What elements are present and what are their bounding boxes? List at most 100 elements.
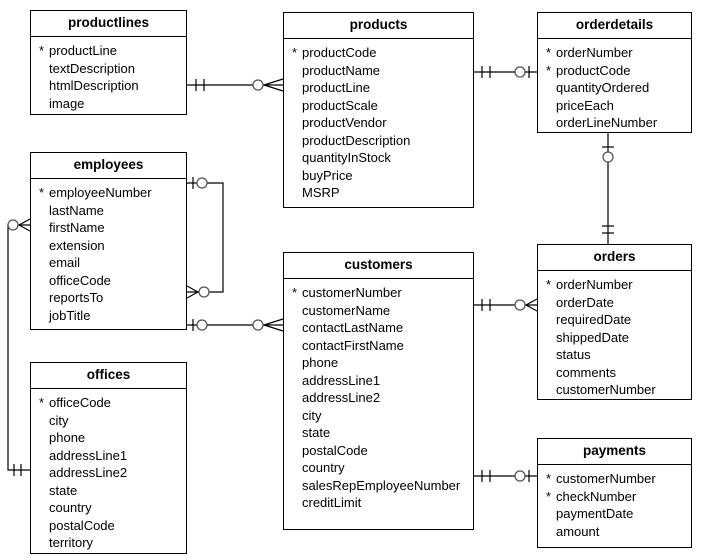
field-name: productVendor: [302, 115, 387, 130]
field-row: buyPrice: [292, 167, 470, 185]
field-row: *checkNumber: [546, 488, 688, 506]
entity-title: productlines: [31, 11, 186, 37]
field-name: state: [49, 482, 78, 498]
field-name: reportsTo: [49, 290, 104, 305]
field-name: phone: [302, 355, 339, 370]
field-name: productLine: [302, 80, 370, 95]
field-row: contactLastName: [292, 319, 470, 337]
entity-title: customers: [284, 253, 473, 279]
field-row: customerName: [292, 302, 470, 320]
field-name: city: [49, 412, 69, 428]
field-row: city: [39, 412, 183, 430]
field-row: productLine: [292, 79, 470, 97]
field-name: addressLine2: [49, 465, 128, 480]
pk-marker: *: [546, 277, 552, 292]
field-row: creditLimit: [292, 494, 470, 512]
pk-marker: *: [546, 471, 552, 486]
field-row: country: [39, 499, 183, 517]
field-row: addressLine1: [39, 447, 183, 465]
rel-productlines-products: [187, 78, 284, 92]
field-name: productName: [302, 62, 381, 78]
field-row: status: [546, 346, 688, 364]
field-name: officeCode: [49, 395, 111, 410]
field-row: paymentDate: [546, 505, 688, 523]
field-row: postalCode: [39, 517, 183, 535]
field-name: productCode: [556, 62, 631, 78]
field-name: requiredDate: [556, 312, 632, 327]
field-name: buyPrice: [302, 167, 353, 183]
field-name: MSRP: [302, 185, 340, 200]
field-name: paymentDate: [556, 506, 634, 521]
field-row: priceEach: [546, 97, 688, 115]
field-row: addressLine2: [39, 464, 183, 482]
field-name: extension: [49, 237, 105, 253]
field-row: *orderNumber: [546, 44, 688, 62]
field-name: firstName: [49, 220, 105, 235]
field-name: priceEach: [556, 97, 614, 113]
field-row: postalCode: [292, 442, 470, 460]
field-row: *productCode: [546, 62, 688, 80]
field-name: state: [302, 425, 331, 440]
rel-orderdetails-orders: [602, 133, 614, 244]
field-name: postalCode: [49, 517, 115, 533]
field-row: *employeeNumber: [39, 184, 183, 202]
field-row: * orderNumber: [546, 276, 688, 294]
field-row: addressLine2: [292, 389, 470, 407]
field-name: phone: [49, 430, 86, 445]
field-row: email: [39, 254, 183, 272]
field-row: addressLine1: [292, 372, 470, 390]
field-row: htmlDescription: [39, 77, 183, 95]
entity-title: payments: [538, 439, 691, 465]
field-row: *productLine: [39, 42, 183, 60]
field-name: quantityOrdered: [556, 80, 650, 95]
field-row: *productCode: [292, 44, 470, 62]
entity-title: offices: [31, 363, 186, 389]
field-row: phone: [39, 429, 183, 447]
field-row: state: [39, 482, 183, 500]
field-name: lastName: [49, 202, 104, 218]
field-row: productDescription: [292, 132, 470, 150]
field-row: jobTitle: [39, 307, 183, 325]
field-name: textDescription: [49, 60, 135, 76]
pk-marker: *: [546, 62, 552, 78]
pk-marker: *: [39, 395, 45, 410]
field-row: firstName: [39, 219, 183, 237]
field-name: orderLineNumber: [556, 115, 658, 130]
field-row: phone: [292, 354, 470, 372]
field-name: addressLine1: [302, 372, 381, 388]
field-name: htmlDescription: [49, 78, 139, 93]
field-row: lastName: [39, 202, 183, 220]
rel-offices-employees: [7, 218, 31, 476]
field-name: orderNumber: [556, 277, 633, 292]
field-row: shippedDate: [546, 329, 688, 347]
field-row: reportsTo: [39, 289, 183, 307]
field-name: productCode: [302, 45, 377, 60]
field-row: productScale: [292, 97, 470, 115]
field-name: officeCode: [49, 272, 111, 288]
field-name: amount: [556, 523, 600, 539]
field-row: officeCode: [39, 272, 183, 290]
pk-marker: *: [39, 185, 45, 200]
field-row: salesRepEmployeeNumber: [292, 477, 470, 495]
field-name: image: [49, 95, 85, 111]
field-name: jobTitle: [49, 307, 91, 323]
field-row: textDescription: [39, 60, 183, 78]
pk-marker: *: [546, 45, 552, 60]
field-row: customerNumber: [546, 381, 688, 399]
field-row: orderLineNumber: [546, 114, 688, 132]
field-name: status: [556, 347, 591, 362]
field-name: territory: [49, 535, 94, 550]
field-row: image: [39, 95, 183, 113]
field-row: state: [292, 424, 470, 442]
entity-title: orderdetails: [538, 13, 691, 39]
rel-products-orderdetails: [474, 66, 537, 78]
